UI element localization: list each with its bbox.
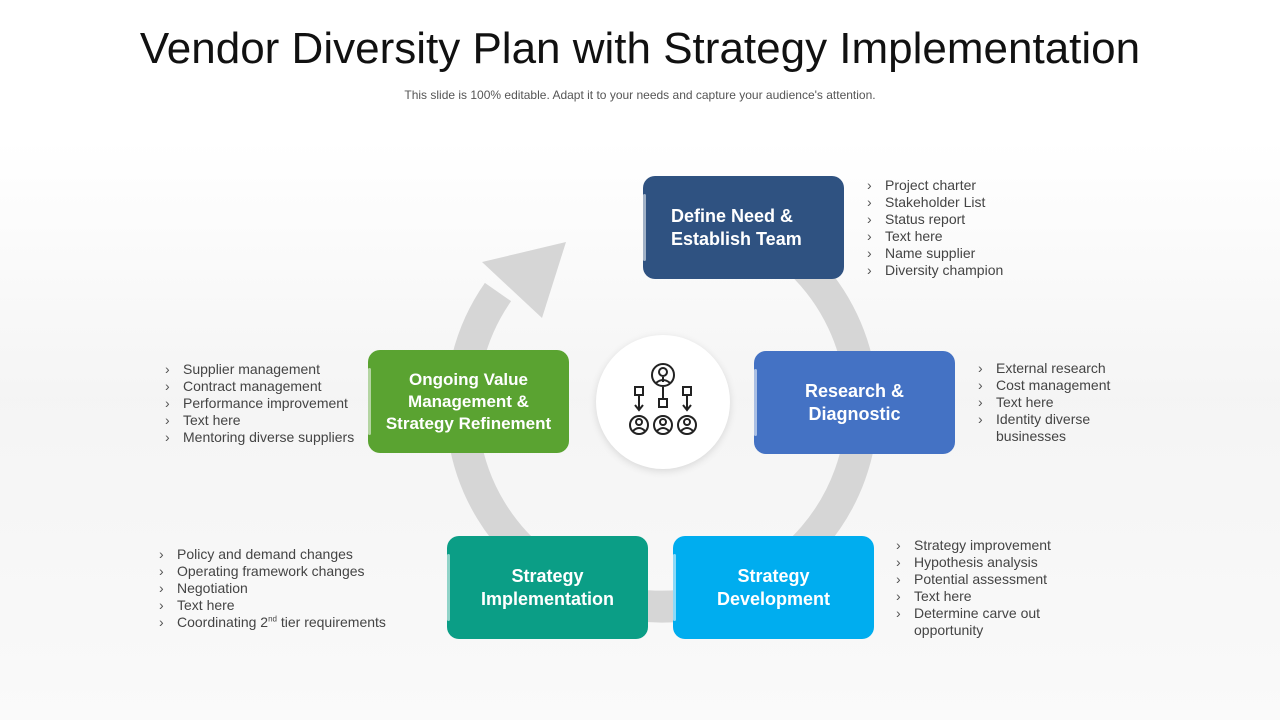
step-edge	[368, 368, 371, 435]
step-label: Establish Team	[671, 228, 802, 249]
step-strategy-implementation[interactable]: Strategy Implementation	[447, 536, 648, 639]
list-item: Cost management	[976, 377, 1126, 394]
list-item: Contract management	[163, 378, 354, 395]
step-label: Research &	[804, 380, 905, 401]
step-label: Strategy	[737, 565, 810, 586]
step-label: Strategy	[511, 565, 584, 586]
list-item: Negotiation	[157, 580, 386, 597]
list-item: Determine carve out opportunity	[894, 605, 1069, 639]
ordinal-suffix: nd	[268, 614, 277, 624]
ongoing-value-bullets: Supplier management Contract management …	[163, 361, 354, 446]
cycle-arrow-head	[482, 242, 566, 318]
list-item: Project charter	[865, 177, 1003, 194]
list-item: Diversity champion	[865, 262, 1003, 279]
define-need-bullets: Project charter Stakeholder List Status …	[865, 177, 1003, 279]
list-item: Name supplier	[865, 245, 1003, 262]
list-item: Operating framework changes	[157, 563, 386, 580]
step-define-need[interactable]: Define Need & Establish Team	[643, 176, 844, 279]
team-hierarchy-icon	[629, 363, 697, 435]
list-item: Performance improvement	[163, 395, 354, 412]
list-item: Supplier management	[163, 361, 354, 378]
list-item: Text here	[157, 597, 386, 614]
implementation-bullets: Policy and demand changes Operating fram…	[157, 546, 386, 631]
list-item: Identity diverse businesses	[976, 411, 1126, 445]
list-item: Hypothesis analysis	[894, 554, 1069, 571]
list-item: Stakeholder List	[865, 194, 1003, 211]
step-label: Implementation	[480, 588, 614, 609]
research-bullets: External research Cost management Text h…	[976, 360, 1126, 445]
step-research-diagnostic[interactable]: Research & Diagnostic	[754, 351, 955, 454]
step-label: Ongoing Value	[408, 369, 528, 389]
step-edge	[673, 554, 676, 621]
step-label: Define Need &	[671, 205, 794, 226]
step-strategy-development[interactable]: Strategy Development	[673, 536, 874, 639]
step-edge	[447, 554, 450, 621]
hub-circle	[596, 335, 730, 469]
list-item: Text here	[163, 412, 354, 429]
step-label: Management &	[408, 391, 529, 411]
list-item: Strategy improvement	[894, 537, 1069, 554]
step-edge	[754, 369, 757, 436]
list-item: Status report	[865, 211, 1003, 228]
step-edge	[643, 194, 646, 261]
list-item-text: Coordinating 2	[177, 614, 269, 630]
list-item: Coordinating 2nd tier requirements	[157, 614, 386, 631]
list-item: External research	[976, 360, 1126, 377]
list-item: Text here	[976, 394, 1126, 411]
list-item: Policy and demand changes	[157, 546, 386, 563]
step-ongoing-value[interactable]: Ongoing Value Management & Strategy Refi…	[368, 350, 569, 453]
list-item: Text here	[894, 588, 1069, 605]
page-title: Vendor Diversity Plan with Strategy Impl…	[139, 24, 1141, 73]
list-item: Mentoring diverse suppliers	[163, 429, 354, 446]
list-item: Potential assessment	[894, 571, 1069, 588]
page-subtitle: This slide is 100% editable. Adapt it to…	[404, 88, 876, 102]
list-item-text: tier requirements	[276, 614, 386, 630]
step-label: Diagnostic	[808, 403, 901, 424]
development-bullets: Strategy improvement Hypothesis analysis…	[894, 537, 1069, 639]
step-label: Development	[716, 588, 831, 609]
list-item: Text here	[865, 228, 1003, 245]
step-label: Strategy Refinement	[385, 413, 552, 433]
